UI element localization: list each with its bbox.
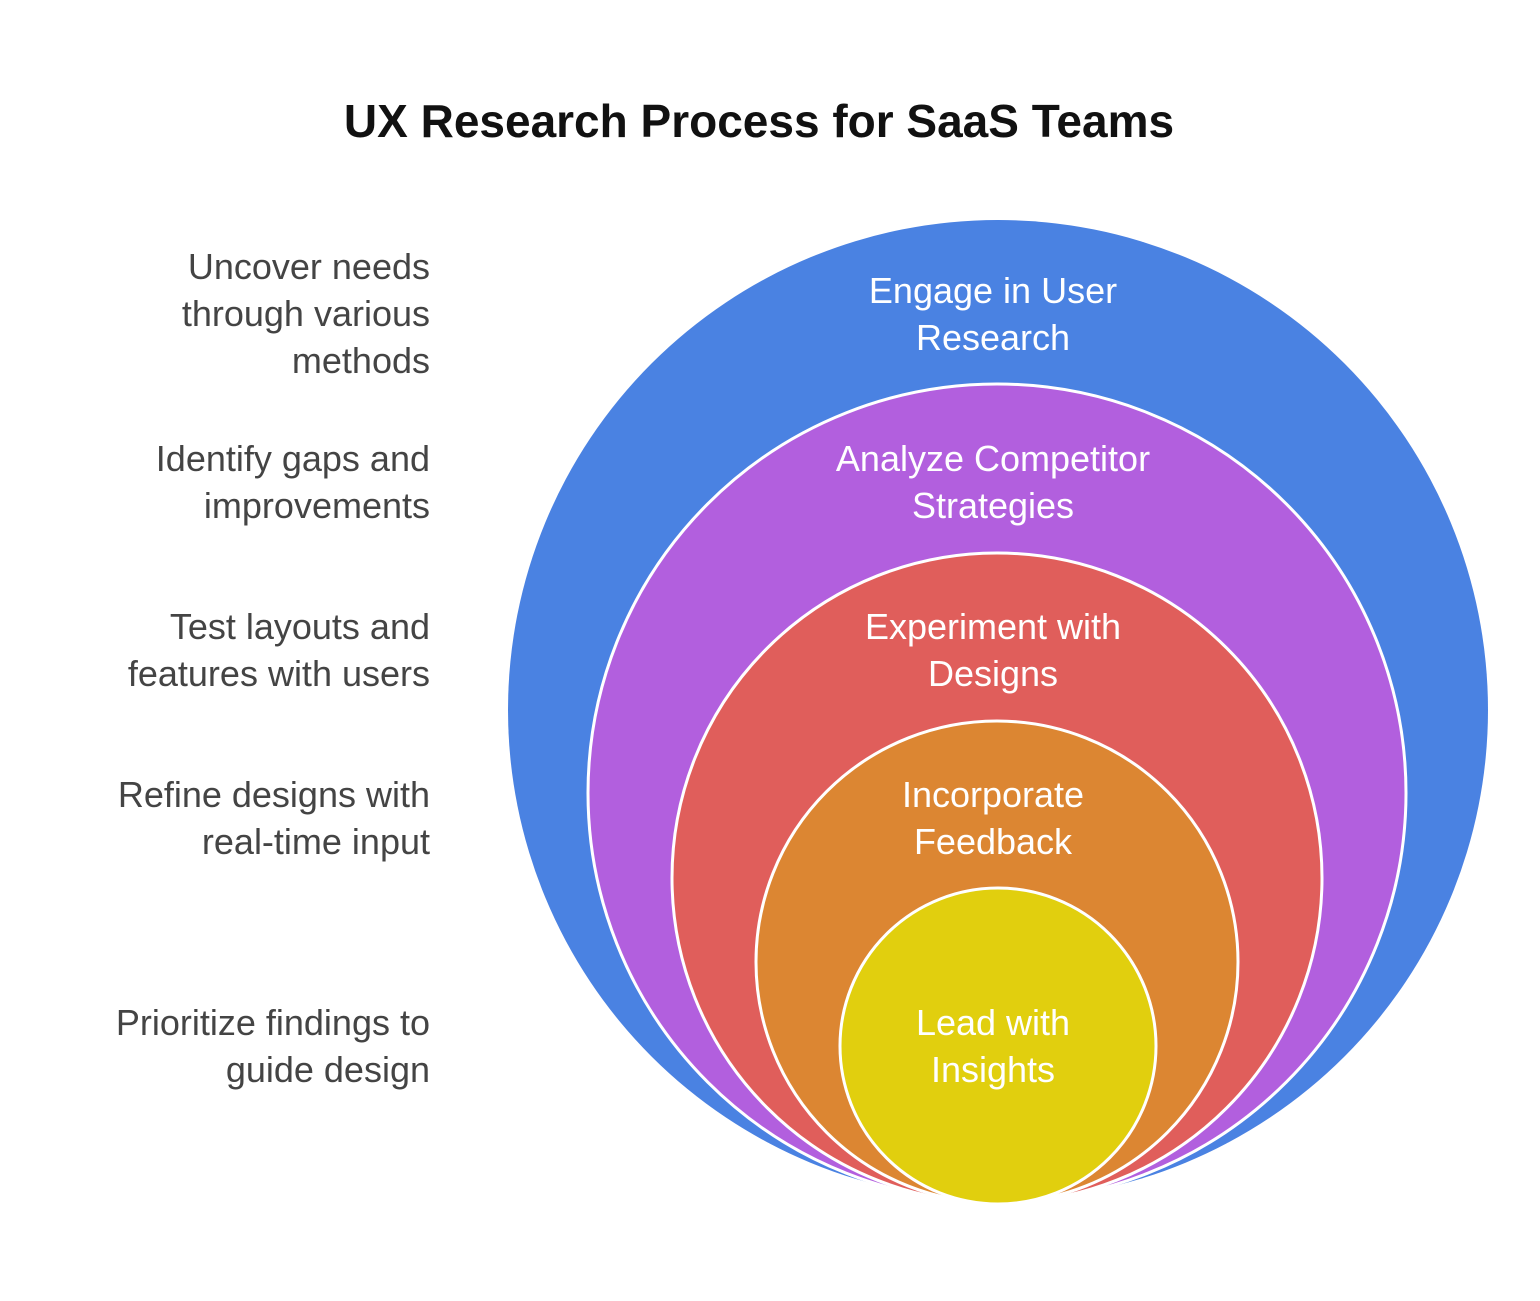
ring-label-line: Strategies [912,485,1074,526]
ring-lead-insights [838,886,1158,1206]
description-experiment-designs: Test layouts and features with users [127,606,430,694]
ring-label-line: Lead with [916,1002,1070,1043]
ring-label-line: Research [916,317,1070,358]
description-lead-insights: Prioritize findings to guide design [115,1002,430,1090]
ring-label-line: Designs [928,653,1058,694]
ring-label-line: Insights [931,1049,1055,1090]
description-incorporate-feedback: Refine designs with real-time input [117,774,430,862]
description-user-research: Uncover needs through various methods [181,246,430,381]
ring-label-line: Engage in User [869,270,1117,311]
description-competitor-strategies: Identify gaps and improvements [155,438,430,526]
ring-label-line: Feedback [914,821,1073,862]
ring-label-line: Analyze Competitor [836,438,1150,479]
diagram-title: UX Research Process for SaaS Teams [343,95,1175,147]
ring-label-line: Incorporate [902,774,1084,815]
ring-label-line: Experiment with [865,606,1121,647]
